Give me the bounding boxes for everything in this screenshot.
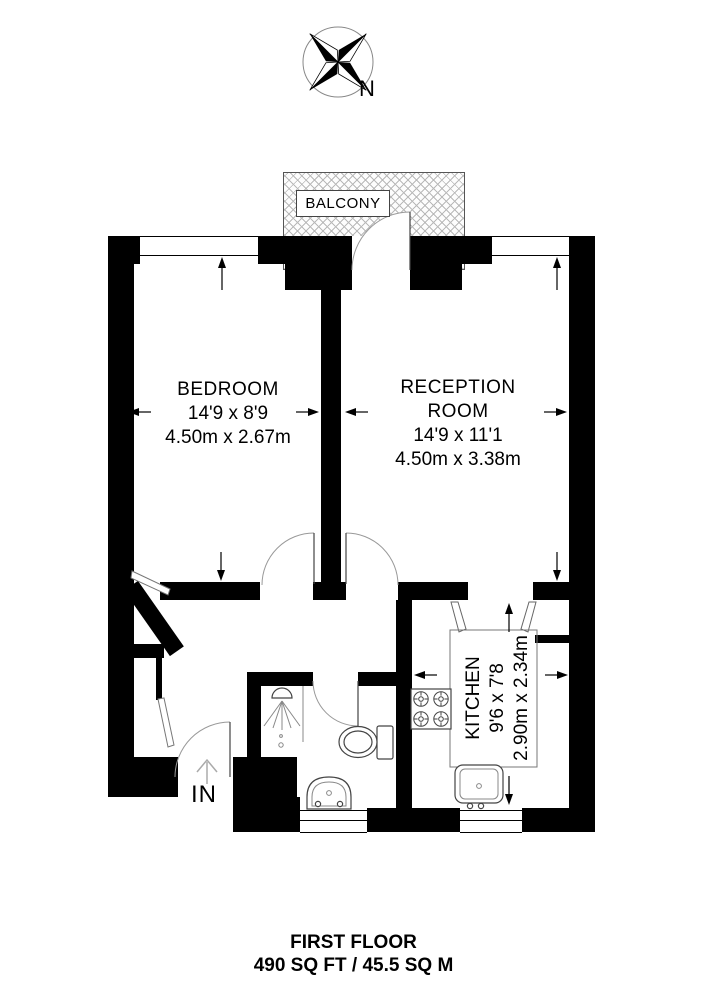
wall-kitchen-top-right (533, 582, 595, 600)
closet-door-leaf-bottom (157, 697, 175, 748)
wall-bottom-right (522, 808, 595, 832)
kitchen-cupboard-left (450, 601, 467, 633)
wall-closet-stub (134, 644, 164, 658)
bedroom-label: BEDROOM 14'9 x 8'9 4.50m x 2.67m (128, 378, 328, 450)
wall-kitchen-bathroom-divider (396, 600, 412, 808)
wall-bathroom-sw-corner (233, 797, 300, 832)
kitchen-name: KITCHEN (462, 656, 484, 740)
bedroom-window (140, 236, 258, 265)
entrance-arrow-icon (196, 758, 218, 784)
wall-bathroom-top-stub (358, 672, 396, 686)
wall-balcony-right-stub (410, 264, 462, 290)
wall-closet-thin (156, 658, 162, 700)
kitchen-sink-icon (454, 764, 504, 810)
kitchen-window (460, 808, 522, 833)
toilet-icon (338, 725, 394, 760)
reception-size-imperial: 14'9 x 11'1 (413, 425, 503, 446)
wall-hall-bottom-left (134, 757, 178, 797)
compass-north-label: N (359, 76, 375, 101)
compass-rose-icon (302, 26, 374, 98)
kitchen-cupboard-right (520, 601, 537, 633)
bedroom-name: BEDROOM (177, 379, 279, 400)
basin-icon (306, 776, 352, 810)
entrance-label: IN (191, 781, 217, 808)
closet-door-leaf-top (130, 570, 171, 596)
bathroom-door (312, 680, 359, 727)
reception-size-metric: 4.50m x 3.38m (395, 449, 521, 470)
kitchen-size-imperial: 9'6 x 7'8 (486, 663, 508, 733)
hob-icon (410, 688, 452, 730)
reception-name: RECEPTION ROOM (400, 377, 516, 422)
balcony-door (351, 211, 411, 271)
floor-title: FIRST FLOOR (290, 932, 417, 953)
bedroom-size-metric: 4.50m x 2.67m (165, 427, 291, 448)
wall-bedroom-reception-divider (321, 264, 341, 590)
wall-entrance-right (233, 757, 297, 803)
balcony-label: BALCONY (296, 190, 390, 217)
bedroom-size-imperial: 14'9 x 8'9 (187, 403, 269, 424)
bathroom-window (300, 808, 367, 833)
floor-area: 490 SQ FT / 45.5 SQ M (253, 955, 454, 976)
kitchen-size-metric: 2.90m x 2.34m (510, 635, 532, 761)
kitchen-label: KITCHEN 9'6 x 7'8 2.90m x 2.34m (400, 598, 595, 798)
shower-icon (263, 686, 304, 748)
wall-bottom-center (367, 808, 460, 832)
reception-door (345, 532, 399, 586)
reception-label: RECEPTION ROOM 14'9 x 11'1 4.50m x 3.38m (358, 376, 558, 472)
wall-left (108, 236, 134, 797)
wall-kitchen-right-stub (535, 635, 578, 643)
wall-right (569, 236, 595, 832)
wall-divider-foot (313, 582, 346, 600)
entrance-door (174, 721, 231, 778)
wall-bathroom-top (247, 672, 313, 686)
dimension-arrows (128, 257, 568, 805)
wall-bedroom-bottom (160, 582, 260, 600)
bedroom-door (261, 532, 315, 586)
wall-kitchen-top-left (398, 582, 468, 600)
